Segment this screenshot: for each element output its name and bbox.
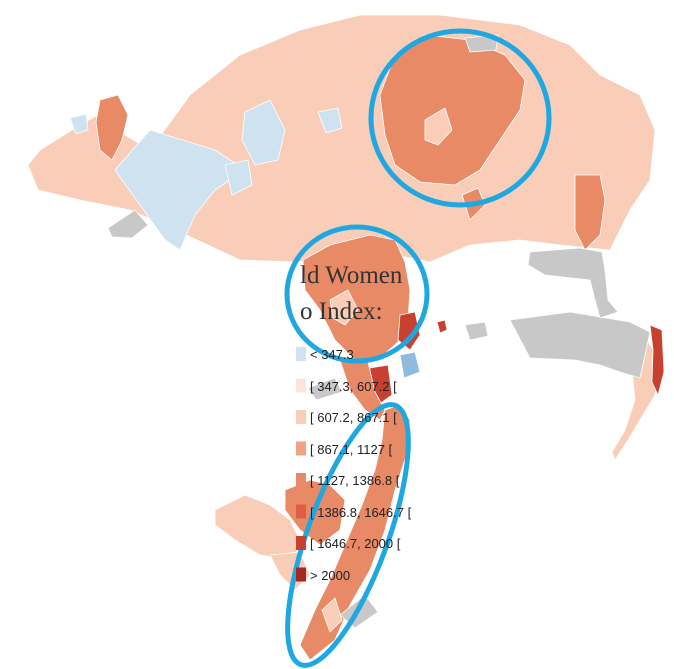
region-nodata-channel bbox=[527, 247, 619, 319]
legend-label: [ 347.3, 607.2 [ bbox=[310, 378, 397, 394]
highlight-circle-central bbox=[284, 224, 430, 364]
legend-swatches bbox=[296, 347, 306, 582]
region-blue-north bbox=[317, 107, 343, 134]
region-south-inner bbox=[321, 597, 343, 633]
region-nodata-isle bbox=[464, 321, 489, 341]
region-northeast-inner bbox=[424, 107, 453, 146]
region-west-small bbox=[69, 113, 89, 135]
highlight-circle-south bbox=[285, 402, 411, 668]
region-central-inner bbox=[329, 289, 359, 326]
region-blue-large bbox=[114, 129, 246, 251]
region-central-dark bbox=[397, 311, 421, 351]
map-title-line2: o Index: bbox=[300, 298, 383, 325]
legend-swatch bbox=[296, 441, 306, 456]
region-nodata-east bbox=[509, 311, 651, 379]
legend-label: [ 607.2, 867.1 [ bbox=[310, 410, 397, 425]
map-title-line1: ld Women bbox=[300, 262, 403, 289]
legend-swatch bbox=[296, 504, 306, 519]
region-nodata-west bbox=[107, 209, 149, 239]
region-east-strip bbox=[574, 174, 606, 251]
legend-swatch bbox=[296, 378, 306, 393]
region-steel-small bbox=[399, 351, 421, 379]
legend-label: [ 867.1, 1127 [ bbox=[310, 441, 393, 457]
region-blue-small bbox=[224, 159, 253, 196]
legend-swatch bbox=[296, 567, 306, 582]
region-coastal-strip bbox=[339, 359, 386, 421]
legend-swatch bbox=[296, 347, 306, 361]
region-west-peninsula bbox=[95, 94, 129, 161]
legend-label: [ 1646.7, 2000 [ bbox=[310, 536, 401, 551]
region-blue-center bbox=[241, 99, 286, 166]
legend-label: [ 1127, 1386.8 [ bbox=[310, 473, 400, 488]
legend-label: < 347.3 bbox=[310, 347, 354, 362]
legend-label: > 2000 bbox=[310, 567, 351, 583]
region-nodata-mid bbox=[307, 377, 343, 401]
legend-swatch bbox=[296, 473, 306, 487]
legend-swatch bbox=[296, 536, 306, 550]
legend-swatch bbox=[296, 410, 306, 424]
region-southeast-dark bbox=[649, 324, 665, 396]
region-isle-dark bbox=[436, 319, 448, 334]
legend-label: [ 1386.8, 1646.7 [ bbox=[310, 504, 412, 520]
highlight-circle-northeast bbox=[368, 28, 552, 208]
